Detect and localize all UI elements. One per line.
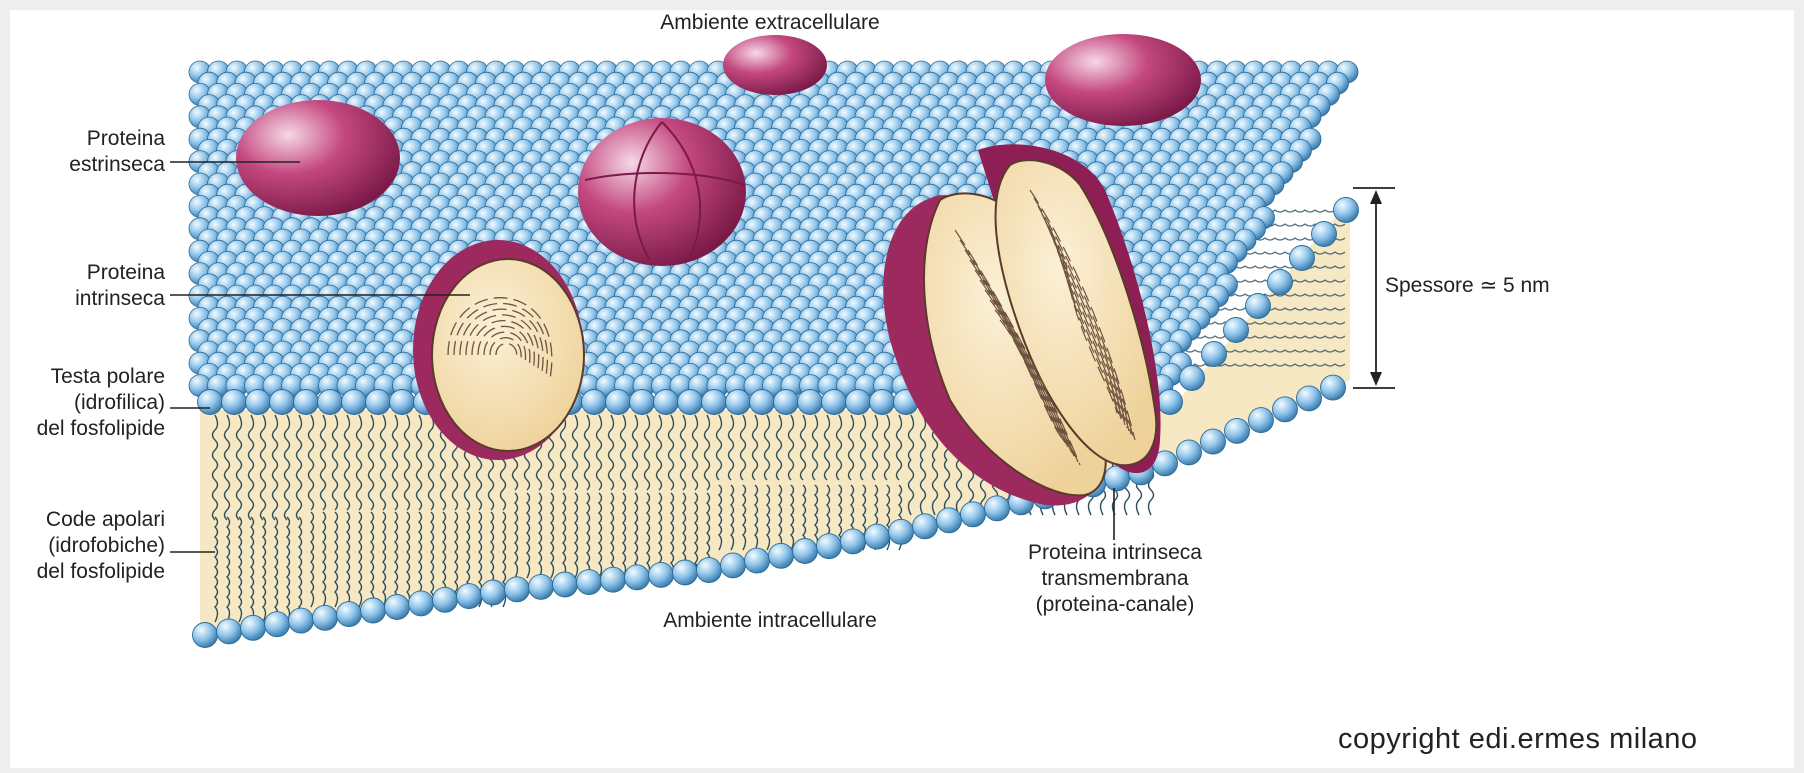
channel-protein-label: Proteina intrinseca transmembrana (prote… [995,540,1235,618]
apolar-line-3: del fosfolipide [10,559,165,585]
apolar-line-1: Code apolari [10,507,165,533]
intracellular-text: Ambiente intracellulare [620,608,920,634]
channel-line-1: Proteina intrinseca [995,540,1235,566]
diagram-panel: Ambiente extracellulare Proteina estrins… [10,10,1794,768]
intracellular-label: Ambiente intracellulare [620,608,920,634]
extrinsic-protein [236,100,400,216]
extracellular-label: Ambiente extracellulare [620,10,920,36]
polar-line-2: (idrofilica) [10,390,165,416]
polar-line-3: del fosfolipide [10,416,165,442]
extrinsic-line-2: estrinseca [20,152,165,178]
top-protein-right [1045,34,1201,126]
polar-head-label: Testa polare (idrofilica) del fosfolipid… [10,364,165,442]
lobed-protein [578,118,746,266]
thickness-label: Spessore ≃ 5 nm [1385,273,1590,299]
copyright-text: copyright edi.ermes milano [1338,723,1698,756]
channel-line-3: (proteina-canale) [995,592,1235,618]
channel-line-2: transmembrana [995,566,1235,592]
top-protein-center [723,35,827,95]
membrane-illustration [10,10,1794,768]
apolar-line-2: (idrofobiche) [10,533,165,559]
extrinsic-protein-label: Proteina estrinseca [20,126,165,178]
intrinsic-line-2: intrinseca [20,286,165,312]
extracellular-text: Ambiente extracellulare [620,10,920,36]
polar-line-1: Testa polare [10,364,165,390]
intrinsic-protein [413,240,584,460]
apolar-tails-label: Code apolari (idrofobiche) del fosfolipi… [10,507,165,585]
extrinsic-line-1: Proteina [20,126,165,152]
intrinsic-protein-label: Proteina intrinseca [20,260,165,312]
thickness-text: Spessore ≃ 5 nm [1385,273,1590,299]
intrinsic-line-1: Proteina [20,260,165,286]
